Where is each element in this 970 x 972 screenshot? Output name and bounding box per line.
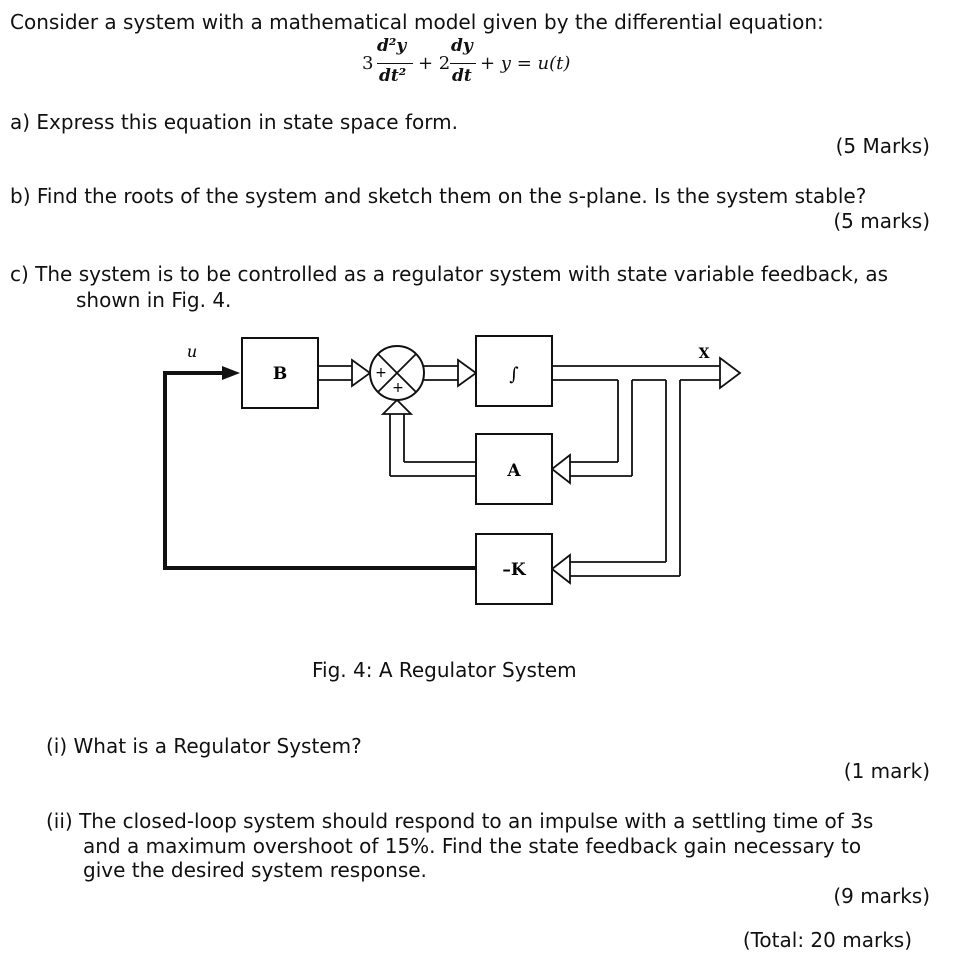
output-label-x: X — [699, 346, 710, 362]
a-feedback-arrowhead — [380, 398, 414, 415]
block-b-label: B — [273, 364, 287, 384]
eq-rest: + y = u(t) — [480, 53, 571, 74]
part-c-i-marks: (1 mark) — [843, 759, 930, 783]
total-marks: (Total: 20 marks) — [742, 928, 912, 952]
eq-num-dy: dy — [451, 36, 473, 56]
block-diagram: B + + ∫ X A –K u — [163, 335, 742, 605]
block-a — [475, 433, 553, 505]
b-to-sum-arrowhead — [351, 358, 372, 388]
intro-text: Consider a system with a mathematical mo… — [10, 10, 824, 34]
part-c-ii-line2: and a maximum overshoot of 15%. Find the… — [83, 834, 862, 858]
part-b-text: b) Find the roots of the system and sket… — [10, 184, 867, 208]
input-label-u: u — [187, 342, 197, 361]
input-arrowhead — [222, 366, 240, 380]
part-b-marks: (5 marks) — [833, 209, 930, 233]
part-c-line2: shown in Fig. 4. — [76, 288, 232, 312]
block-integrator-label: ∫ — [509, 364, 519, 385]
part-c-ii-marks: (9 marks) — [833, 884, 930, 908]
eq-fraction-bar-1 — [377, 63, 413, 64]
sum-cross-2 — [377, 353, 417, 393]
branch-k-arrowhead — [550, 553, 571, 585]
sum-sign-bottom: + — [392, 380, 404, 396]
figure-caption: Fig. 4: A Regulator System — [312, 658, 577, 682]
block-a-label: A — [506, 461, 521, 481]
eq-coef-3: 3 — [362, 53, 374, 74]
block-k — [475, 533, 553, 605]
part-a-text: a) Express this equation in state space … — [10, 110, 458, 134]
block-b — [241, 337, 319, 409]
block-k-label: –K — [502, 560, 527, 580]
part-c-ii-line1: (ii) The closed-loop system should respo… — [46, 809, 874, 833]
part-a-marks: (5 Marks) — [835, 134, 930, 158]
eq-fraction-bar-2 — [450, 63, 476, 64]
part-c-ii-line3: give the desired system response. — [83, 858, 427, 882]
differential-equation: 3 d²y dt² + 2 dy dt + y = u(t) — [360, 36, 600, 90]
output-arrowhead — [719, 356, 742, 390]
part-c-line1: c) The system is to be controlled as a r… — [10, 262, 889, 286]
block-integrator — [475, 335, 553, 407]
sum-sign-left: + — [375, 365, 387, 381]
sum-to-int-arrowhead — [457, 358, 478, 388]
eq-plus-2: + 2 — [418, 53, 451, 74]
branch-a-arrowhead — [550, 453, 571, 485]
eq-den-dt2: dt² — [379, 66, 407, 86]
eq-num-d2y: d²y — [377, 36, 407, 56]
part-c-i-text: (i) What is a Regulator System? — [46, 734, 362, 758]
eq-den-dt: dt — [452, 66, 472, 86]
